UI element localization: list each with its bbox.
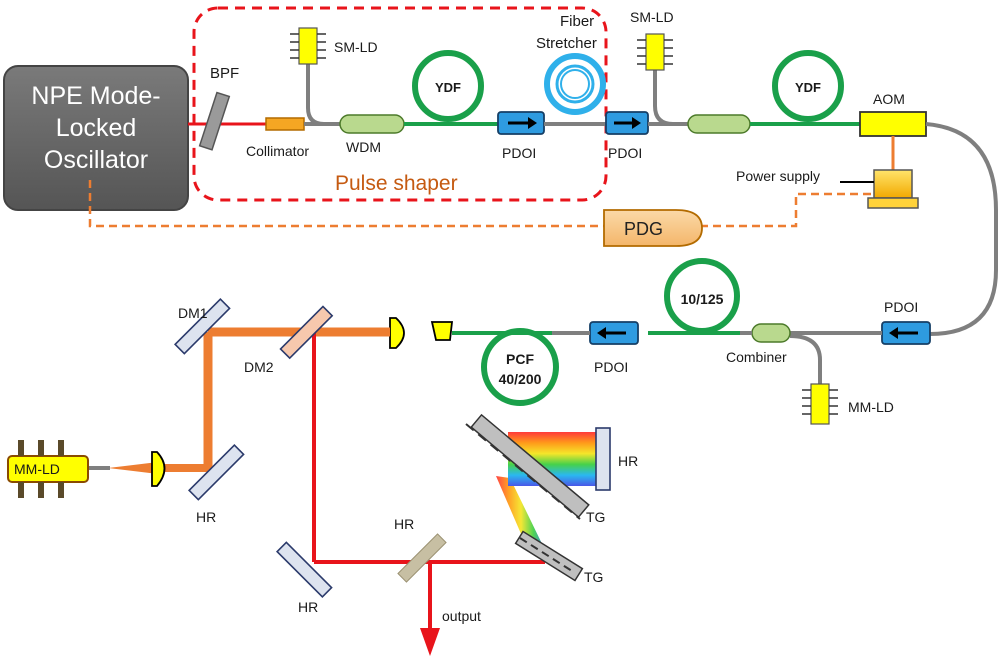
sm-ld-2-pigtail <box>653 70 688 126</box>
dm1-mirror <box>173 297 231 355</box>
sm-ld-1 <box>290 27 326 65</box>
bpf-label: BPF <box>210 65 239 82</box>
pdg-box <box>603 209 703 247</box>
hr-bottom-mirror <box>275 541 333 599</box>
combiner <box>751 323 791 343</box>
transport-fiber <box>925 122 998 336</box>
tg-upper-label: TG <box>586 509 605 525</box>
oscillator-label-line3: Oscillator <box>44 146 148 174</box>
fiber-stretcher-label-line1: Fiber <box>560 13 594 30</box>
fiber-stretcher <box>544 53 606 115</box>
sm-ld-2-label: SM-LD <box>630 9 674 25</box>
pdoi-2-label: PDOI <box>608 145 642 161</box>
pump-beam-cone <box>108 462 158 474</box>
dm1-label: DM1 <box>178 305 208 321</box>
collimator-label: Collimator <box>246 143 309 159</box>
pulse-shaper-box <box>192 6 608 202</box>
pdoi-4 <box>881 321 931 345</box>
pcf-label-line1: PCF <box>506 351 534 367</box>
fiber-endcap <box>430 321 454 341</box>
collimating-lens <box>389 317 405 349</box>
bpf-filter <box>198 91 231 151</box>
ydf-1-loop <box>412 50 484 122</box>
mm-ld-left <box>7 440 89 498</box>
tg-lower-grating <box>514 530 584 582</box>
ydf-2-label: YDF <box>795 80 821 95</box>
aom <box>859 111 927 137</box>
pdg-drive-line <box>700 192 874 228</box>
hr-right-label: HR <box>618 453 638 469</box>
tg-lower-label: TG <box>584 569 603 585</box>
power-supply <box>840 169 919 209</box>
oscillator-label-line2: Locked <box>56 114 137 142</box>
hr-right-mirror <box>595 427 611 491</box>
dispersed-beam-diagonal <box>496 476 546 552</box>
sm-ld-2 <box>637 33 673 71</box>
pdoi-4-label: PDOI <box>884 299 918 315</box>
ydf-1-label: YDF <box>435 80 461 95</box>
pdg-label: PDG <box>624 219 663 239</box>
sm-ld-1-pigtail <box>306 64 340 126</box>
trigger-signal-line <box>88 180 604 228</box>
dm2-mirror <box>279 305 334 360</box>
hr-bottom-label: HR <box>298 599 318 615</box>
pdoi-1-label: PDOI <box>502 145 536 161</box>
wdm-label: WDM <box>346 139 381 155</box>
pdoi-2 <box>605 111 649 135</box>
pcf-label-line2: 40/200 <box>499 371 542 387</box>
dm2-label: DM2 <box>244 359 274 375</box>
pdoi-3-label: PDOI <box>594 359 628 375</box>
combiner-label: Combiner <box>726 349 787 365</box>
hr-center-mirror <box>397 533 447 583</box>
pulse-shaper-label: Pulse shaper <box>335 172 458 195</box>
power-supply-label: Power supply <box>736 168 820 184</box>
mm-ld-right-label: MM-LD <box>848 399 894 415</box>
wdm-2-coupler <box>687 114 751 134</box>
output-arrow <box>420 628 440 656</box>
hr-left-mirror <box>187 443 245 501</box>
aom-label: AOM <box>873 91 905 107</box>
fiber-10-125-label: 10/125 <box>681 291 724 307</box>
collimator <box>265 117 305 131</box>
hr-left-label: HR <box>196 509 216 525</box>
ydf-2-loop <box>772 50 844 122</box>
sm-ld-1-label: SM-LD <box>334 39 378 55</box>
mm-ld-left-label: MM-LD <box>14 461 60 477</box>
hr-center-label: HR <box>394 516 414 532</box>
pdoi-1 <box>497 111 545 135</box>
pump-lens <box>151 451 166 487</box>
pcf-loop <box>481 328 559 406</box>
wdm-coupler <box>339 114 405 134</box>
mm-ld-right-pigtail <box>789 334 822 384</box>
oscillator-label-line1: NPE Mode- <box>31 82 160 110</box>
output-label: output <box>442 608 481 624</box>
tg-upper-grating <box>465 413 590 520</box>
fiber-stretcher-label-line2: Stretcher <box>536 35 597 52</box>
pdoi-3 <box>589 321 639 345</box>
mm-ld-right <box>802 383 838 425</box>
oscillator-box <box>3 65 189 211</box>
